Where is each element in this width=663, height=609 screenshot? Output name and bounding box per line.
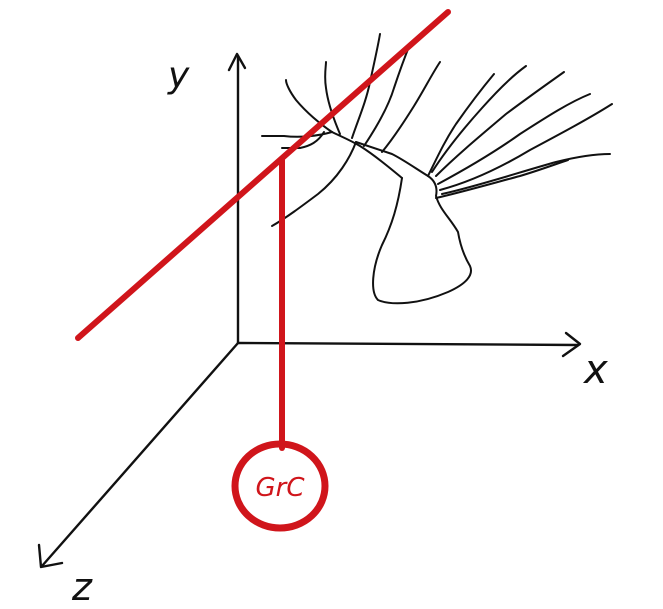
neuron-branch-right-5 xyxy=(439,103,613,191)
neuron-branch-left-3 xyxy=(281,131,325,149)
parallel-fiber xyxy=(75,9,451,341)
neuron-sketch xyxy=(261,33,613,305)
neuron-soma xyxy=(372,175,472,305)
neuron-branch-up-3 xyxy=(363,43,411,147)
x-axis-label: x xyxy=(582,347,608,393)
neuron-branch-right-3 xyxy=(435,71,565,177)
neuron-trunk xyxy=(331,131,403,179)
y-axis-label: y xyxy=(167,55,190,96)
neuron-branch-right-6 xyxy=(441,153,611,195)
x-axis-arrowhead xyxy=(561,331,582,358)
z-axis-arrowhead xyxy=(37,543,64,569)
granule-cell-label: GrC xyxy=(256,473,306,503)
x-axis-line xyxy=(236,341,580,347)
neuron-branch-right-1 xyxy=(427,73,495,177)
neuron-branch-right-2 xyxy=(431,65,527,173)
neuron-trunk-lower xyxy=(355,141,429,177)
neuron-branch-up-1 xyxy=(324,61,341,135)
neuron-branch-right-4 xyxy=(437,93,591,185)
z-axis-label: z xyxy=(71,565,93,609)
granule-cell-group xyxy=(75,9,451,532)
neuron-branch-left-1 xyxy=(261,131,333,138)
neuron-branch-right-7 xyxy=(435,159,569,199)
neuron-branch-up-4 xyxy=(381,61,441,153)
y-axis-arrowhead xyxy=(227,52,247,72)
z-axis-line xyxy=(40,341,240,568)
neuron-branch-down-left xyxy=(271,141,357,227)
granule-cell-body xyxy=(231,440,329,532)
